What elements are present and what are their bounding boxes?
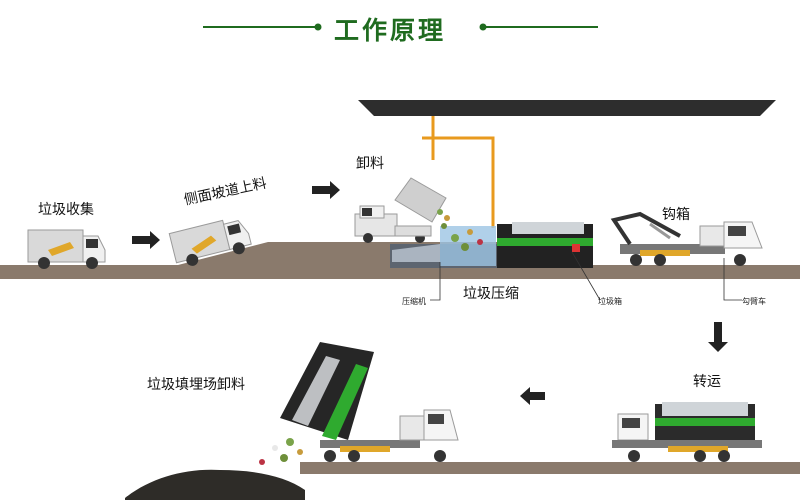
hook-arm-truck — [610, 211, 763, 266]
step-unload-label: 卸料 — [356, 156, 384, 172]
dumping-truck — [280, 342, 459, 462]
step-collect-label: 垃圾收集 — [38, 202, 94, 218]
arrow-right-2 — [312, 181, 340, 199]
part-hook-truck-label: 勾臂车 — [742, 297, 766, 306]
canopy-roof — [358, 100, 776, 116]
collection-truck — [27, 229, 106, 269]
landfill-pile — [125, 438, 305, 500]
part-bin-label: 垃圾箱 — [598, 297, 622, 306]
compressor-station — [390, 226, 498, 268]
part-leaders — [430, 251, 742, 301]
transport-truck — [612, 402, 762, 462]
arrow-left — [520, 387, 545, 405]
step-landfill-label: 垃圾填埋场卸料 — [147, 377, 245, 393]
step-compress-label: 垃圾压缩 — [463, 286, 519, 302]
garbage-bin — [497, 222, 593, 268]
title-divider — [203, 23, 598, 31]
page-title: 工作原理 — [334, 16, 447, 45]
part-compressor-label: 压缩机 — [402, 297, 426, 306]
step-transport-label: 转运 — [693, 374, 721, 390]
step-hook-label: 钩箱 — [662, 207, 690, 223]
unloading-truck — [354, 177, 450, 243]
arrow-down — [708, 322, 728, 352]
arrow-right-1 — [132, 231, 160, 249]
ground-lower — [300, 462, 800, 474]
ramp-truck — [168, 219, 252, 266]
